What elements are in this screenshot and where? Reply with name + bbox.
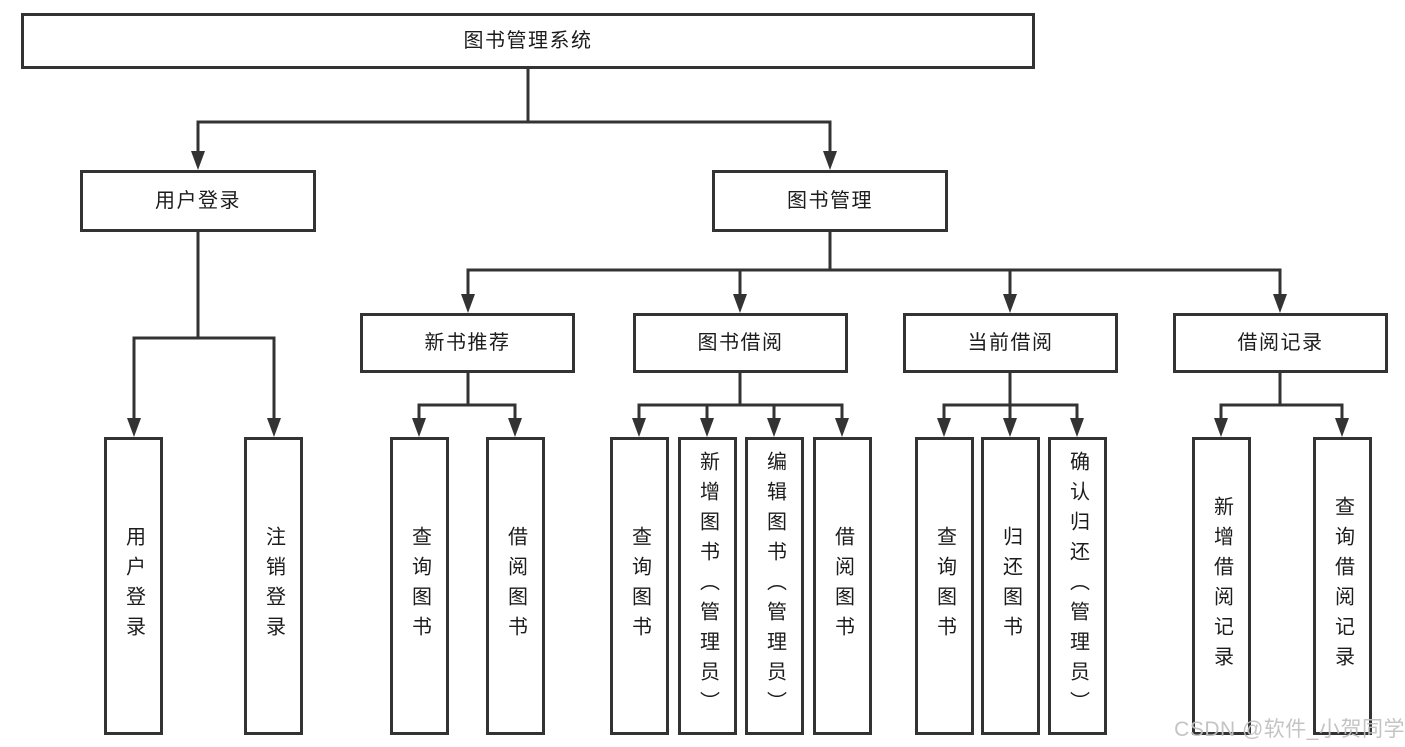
leaf-user-login: 用户登录 — [104, 437, 163, 735]
leaf-add-book-admin: 新增图书（管理员） — [678, 437, 737, 735]
node-book-management: 图书管理 — [712, 170, 948, 232]
leaf-confirm-return-admin: 确认归还（管理员） — [1048, 437, 1107, 735]
leaf-borrow-books: 借阅图书 — [813, 437, 872, 735]
leaf-add-borrow-record: 新增借阅记录 — [1192, 437, 1251, 735]
node-user-login: 用户登录 — [80, 170, 316, 232]
leaf-query-books-current: 查询图书 — [915, 437, 974, 735]
arrowheads — [127, 151, 1349, 437]
node-borrow-records: 借阅记录 — [1173, 313, 1388, 373]
leaf-query-books-borrow: 查询图书 — [610, 437, 669, 735]
node-book-borrow: 图书借阅 — [633, 313, 848, 373]
csdn-watermark: CSDN @软件_小贺同学 — [1174, 718, 1405, 741]
leaf-borrow-books-recommend: 借阅图书 — [486, 437, 545, 735]
leaf-query-books-recommend: 查询图书 — [390, 437, 449, 735]
leaf-edit-book-admin: 编辑图书（管理员） — [745, 437, 804, 735]
leaf-query-borrow-record: 查询借阅记录 — [1313, 437, 1372, 735]
node-current-borrow: 当前借阅 — [903, 313, 1118, 373]
leaf-logout: 注销登录 — [244, 437, 303, 735]
node-new-book-recommend: 新书推荐 — [360, 313, 575, 373]
node-root: 图书管理系统 — [21, 13, 1035, 69]
leaf-return-book: 归还图书 — [981, 437, 1040, 735]
